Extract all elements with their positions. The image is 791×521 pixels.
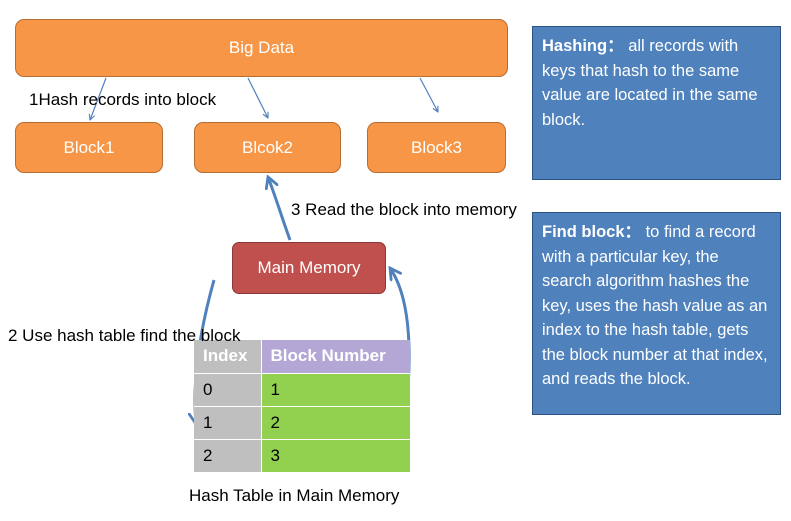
- block-box-3: Block3: [367, 122, 506, 173]
- find-block-text: to find a record with a particular key, …: [542, 223, 768, 388]
- hash-table-caption: Hash Table in Main Memory: [189, 486, 400, 505]
- table-row: 2 3: [194, 439, 410, 473]
- cell-block-number: 1: [261, 373, 410, 407]
- big-data-label: Big Data: [228, 38, 295, 57]
- main-memory-label: Main Memory: [257, 258, 361, 277]
- hashing-term: Hashing：: [542, 37, 624, 55]
- big-data-box: Big Data: [15, 19, 508, 77]
- table-row: 1 2: [194, 406, 410, 440]
- block-label: Blcok2: [241, 137, 294, 157]
- hash-table: Index Block Number 0 1 1 2 2 3: [194, 340, 410, 473]
- step3-label: 3 Read the block into memory: [291, 200, 517, 219]
- find-block-note: Find block： to find a record with a part…: [532, 212, 781, 415]
- block-box-1: Block1: [15, 122, 163, 173]
- hash-table-header-row: Index Block Number: [194, 340, 410, 374]
- block-box-2: Blcok2: [194, 122, 341, 173]
- hashing-note: Hashing： all records with keys that hash…: [532, 26, 781, 180]
- arrow-bigdata-block1: [90, 77, 107, 120]
- main-memory-box: Main Memory: [232, 242, 386, 294]
- cell-index: 2: [194, 439, 262, 473]
- header-index: Index: [194, 340, 262, 374]
- hashing-text: all records with keys that hash to the s…: [542, 37, 758, 129]
- arrow-bigdata-block3: [419, 77, 438, 112]
- cell-block-number: 2: [261, 406, 410, 440]
- arrow-memory-to-block2: [268, 177, 292, 241]
- step2-label: 2 Use hash table find the block: [8, 326, 241, 345]
- find-block-term: Find block：: [542, 223, 641, 241]
- cell-index: 1: [194, 406, 262, 440]
- block-label: Block3: [410, 137, 463, 157]
- cell-block-number: 3: [261, 439, 410, 473]
- arrow-bigdata-block2: [247, 77, 268, 118]
- block-label: Block1: [63, 137, 115, 157]
- table-row: 0 1: [194, 373, 410, 407]
- header-block-number: Block Number: [261, 340, 410, 374]
- step1-label: 1Hash records into block: [29, 90, 217, 109]
- cell-index: 0: [194, 373, 262, 407]
